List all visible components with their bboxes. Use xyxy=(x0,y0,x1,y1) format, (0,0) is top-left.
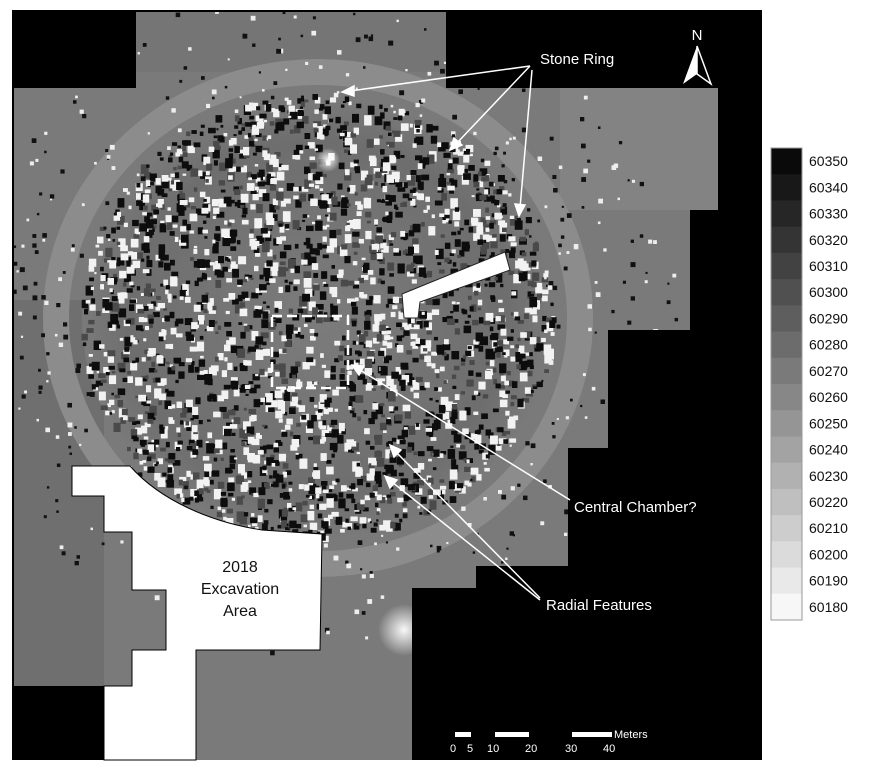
scale-tick-0: 0 xyxy=(450,743,456,755)
legend-swatch xyxy=(771,305,802,333)
excavation-label-line1: 2018 xyxy=(222,559,258,576)
stone-ring-label: Stone Ring xyxy=(540,51,614,68)
excavation-label-line3: Area xyxy=(223,603,257,620)
legend-value-label: 60190 xyxy=(809,573,848,589)
trench-wedge xyxy=(401,251,511,319)
scale-tick-10: 10 xyxy=(487,743,499,755)
legend-swatch xyxy=(771,200,802,228)
scale-tick-30: 30 xyxy=(565,743,577,755)
legend-frame xyxy=(770,147,803,621)
scale-tick-40: 40 xyxy=(603,743,615,755)
legend-value-label: 60240 xyxy=(809,442,848,458)
legend-value-label: 60210 xyxy=(809,520,848,536)
legend-value-label: 60200 xyxy=(809,546,848,562)
legend-swatch xyxy=(771,410,802,438)
scale-unit-label: Meters xyxy=(614,729,648,741)
north-arrow-icon: N xyxy=(683,27,713,87)
survey-texture xyxy=(14,12,718,686)
legend-swatch xyxy=(771,357,802,385)
scale-bar: Meters 0 5 10 20 30 40 xyxy=(450,729,648,755)
svg-text:N: N xyxy=(692,27,703,44)
legend-swatch xyxy=(771,515,802,542)
legend-value-label: 60320 xyxy=(809,232,848,248)
scale-tick-5: 5 xyxy=(467,743,473,755)
legend-value-label: 60350 xyxy=(809,153,848,169)
legend-swatch xyxy=(771,384,802,411)
legend-swatch xyxy=(771,593,802,621)
central-chamber-label: Central Chamber? xyxy=(574,499,697,516)
scale-tick-20: 20 xyxy=(525,743,537,755)
legend-swatch xyxy=(771,226,802,254)
legend-value-label: 60220 xyxy=(809,494,848,510)
excavation-area xyxy=(71,465,323,761)
legend-value-label: 60300 xyxy=(809,284,848,300)
legend-value-label: 60290 xyxy=(809,310,848,326)
legend-value-label: 60260 xyxy=(809,389,848,405)
legend-swatch xyxy=(771,252,802,280)
radial-features-label: Radial Features xyxy=(546,597,652,614)
legend-swatch xyxy=(771,436,802,464)
legend-value-label: 60310 xyxy=(809,258,848,274)
legend-swatch xyxy=(771,174,802,202)
legend-value-label: 60250 xyxy=(809,415,848,431)
central-chamber-outline xyxy=(270,314,350,390)
legend-value-label: 60340 xyxy=(809,179,848,195)
legend-swatch xyxy=(771,462,802,490)
anomaly-speckles xyxy=(14,12,678,656)
legend-swatch xyxy=(771,567,802,595)
annotation-arrows xyxy=(340,65,571,601)
legend-value-label: 60280 xyxy=(809,337,848,353)
legend-swatch xyxy=(771,331,802,359)
legend-value-label: 60230 xyxy=(809,468,848,484)
legend-value-label: 60330 xyxy=(809,206,848,222)
legend-value-label: 60180 xyxy=(809,599,848,615)
legend-swatch xyxy=(771,488,802,516)
legend-swatch xyxy=(771,541,802,569)
excavation-label-line2: Excavation xyxy=(201,581,279,598)
legend-value-label: 60270 xyxy=(809,363,848,379)
legend-swatch xyxy=(771,279,802,306)
color-legend: 60350 60340 60330 60320 60310 60300 60290 60280… xyxy=(770,147,848,621)
legend-swatch xyxy=(771,148,802,175)
